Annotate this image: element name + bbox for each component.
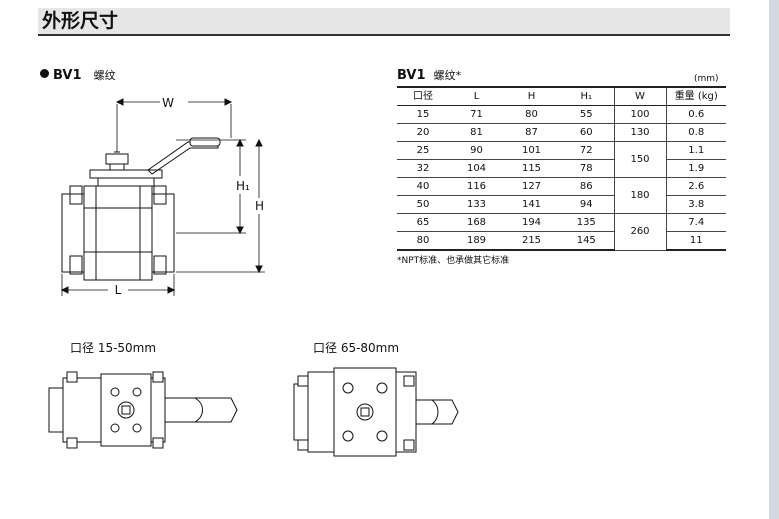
- cell-weight: 7.4: [666, 213, 726, 232]
- cell-h: 115: [504, 159, 559, 178]
- cell-bore: 80: [397, 231, 449, 251]
- cell-h1: 55: [559, 105, 614, 124]
- cell-h1: 60: [559, 123, 614, 142]
- table-model-name: BV1: [397, 68, 426, 83]
- cell-h1: 78: [559, 159, 614, 178]
- cell-l: 116: [449, 177, 504, 196]
- ball-valve-front-view-drawing: W H₁ H L: [60, 96, 265, 297]
- cell-h1: 72: [559, 141, 614, 160]
- cell-h: 141: [504, 195, 559, 214]
- cell-l: 90: [449, 141, 504, 160]
- cell-weight: 11: [666, 231, 726, 251]
- cell-bore: 20: [397, 123, 449, 142]
- cell-h: 87: [504, 123, 559, 142]
- cell-bore: 40: [397, 177, 449, 196]
- cell-h: 80: [504, 105, 559, 124]
- header-band: [38, 8, 730, 36]
- cell-w: 130: [613, 123, 667, 142]
- header-h: H: [504, 86, 559, 106]
- dim-l-label: L: [115, 283, 122, 297]
- dimension-table: 口径 L H H₁ W 重量 (kg) 15 71 80 55 100 0.6 …: [397, 86, 726, 251]
- cell-l: 189: [449, 231, 504, 251]
- table-footnote: *NPT标准、也承做其它标准: [397, 256, 510, 266]
- cell-h: 127: [504, 177, 559, 196]
- large-bore-label: 口径 65-80mm: [313, 341, 400, 355]
- cell-bore: 32: [397, 159, 449, 178]
- cell-w: 100: [613, 105, 667, 124]
- cell-h: 101: [504, 141, 559, 160]
- cell-h1: 86: [559, 177, 614, 196]
- cell-bore: 15: [397, 105, 449, 124]
- table-row: 40 116 127 86 180 2.6: [397, 177, 726, 214]
- bullet-icon: [40, 69, 49, 78]
- small-bore-label: 口径 15-50mm: [70, 341, 157, 355]
- cell-h1: 94: [559, 195, 614, 214]
- header-weight: 重量 (kg): [666, 86, 726, 106]
- cell-w: 150: [613, 141, 667, 178]
- cell-h1: 145: [559, 231, 614, 251]
- table-row: 80 189 215 145 11: [397, 231, 726, 251]
- dim-w-label: W: [162, 96, 174, 110]
- cell-bore: 25: [397, 141, 449, 160]
- cell-weight: 2.6: [666, 177, 726, 196]
- dim-h1-label: H₁: [236, 179, 250, 193]
- left-section-label: BV1 螺纹: [40, 68, 116, 84]
- table-row: 65 168 194 135 260 7.4: [397, 213, 726, 251]
- cell-l: 104: [449, 159, 504, 178]
- cell-weight: 0.6: [666, 105, 726, 124]
- cell-h1: 135: [559, 213, 614, 232]
- left-model-name: BV1: [53, 68, 82, 83]
- right-scroll-strip: [769, 0, 779, 519]
- page-title: 外形尺寸: [42, 10, 119, 32]
- unit-label: (mm): [694, 74, 719, 84]
- left-thread-label: 螺纹: [93, 69, 116, 82]
- header-h1: H₁: [559, 86, 614, 106]
- cell-h: 194: [504, 213, 559, 232]
- top-view-small-drawing: [48, 371, 238, 449]
- cell-weight: 1.1: [666, 141, 726, 160]
- cell-l: 71: [449, 105, 504, 124]
- header-bore: 口径: [397, 86, 449, 106]
- cell-weight: 0.8: [666, 123, 726, 142]
- cell-w: 180: [613, 177, 667, 214]
- cell-l: 81: [449, 123, 504, 142]
- table-thread-label: 螺纹*: [433, 69, 462, 82]
- cell-weight: 3.8: [666, 195, 726, 214]
- cell-bore: 65: [397, 213, 449, 232]
- table-header-row: 口径 L H H₁ W 重量 (kg): [397, 86, 726, 106]
- cell-bore: 50: [397, 195, 449, 214]
- cell-weight: 1.9: [666, 159, 726, 178]
- header-w: W: [613, 86, 667, 106]
- cell-l: 133: [449, 195, 504, 214]
- table-row: 15 71 80 55 100 0.6: [397, 105, 726, 124]
- table-row: 25 90 101 72 150 1.1: [397, 141, 726, 178]
- top-view-large-drawing: [293, 367, 459, 457]
- header-l: L: [449, 86, 504, 106]
- table-row: 32 104 115 78 1.9: [397, 159, 726, 178]
- table-row: 50 133 141 94 3.8: [397, 195, 726, 214]
- table-row: 20 81 87 60 130 0.8: [397, 123, 726, 142]
- table-section-label: BV1 螺纹*: [397, 68, 461, 84]
- cell-l: 168: [449, 213, 504, 232]
- cell-w: 260: [613, 213, 667, 251]
- dim-h-label: H: [255, 199, 264, 213]
- cell-h: 215: [504, 231, 559, 251]
